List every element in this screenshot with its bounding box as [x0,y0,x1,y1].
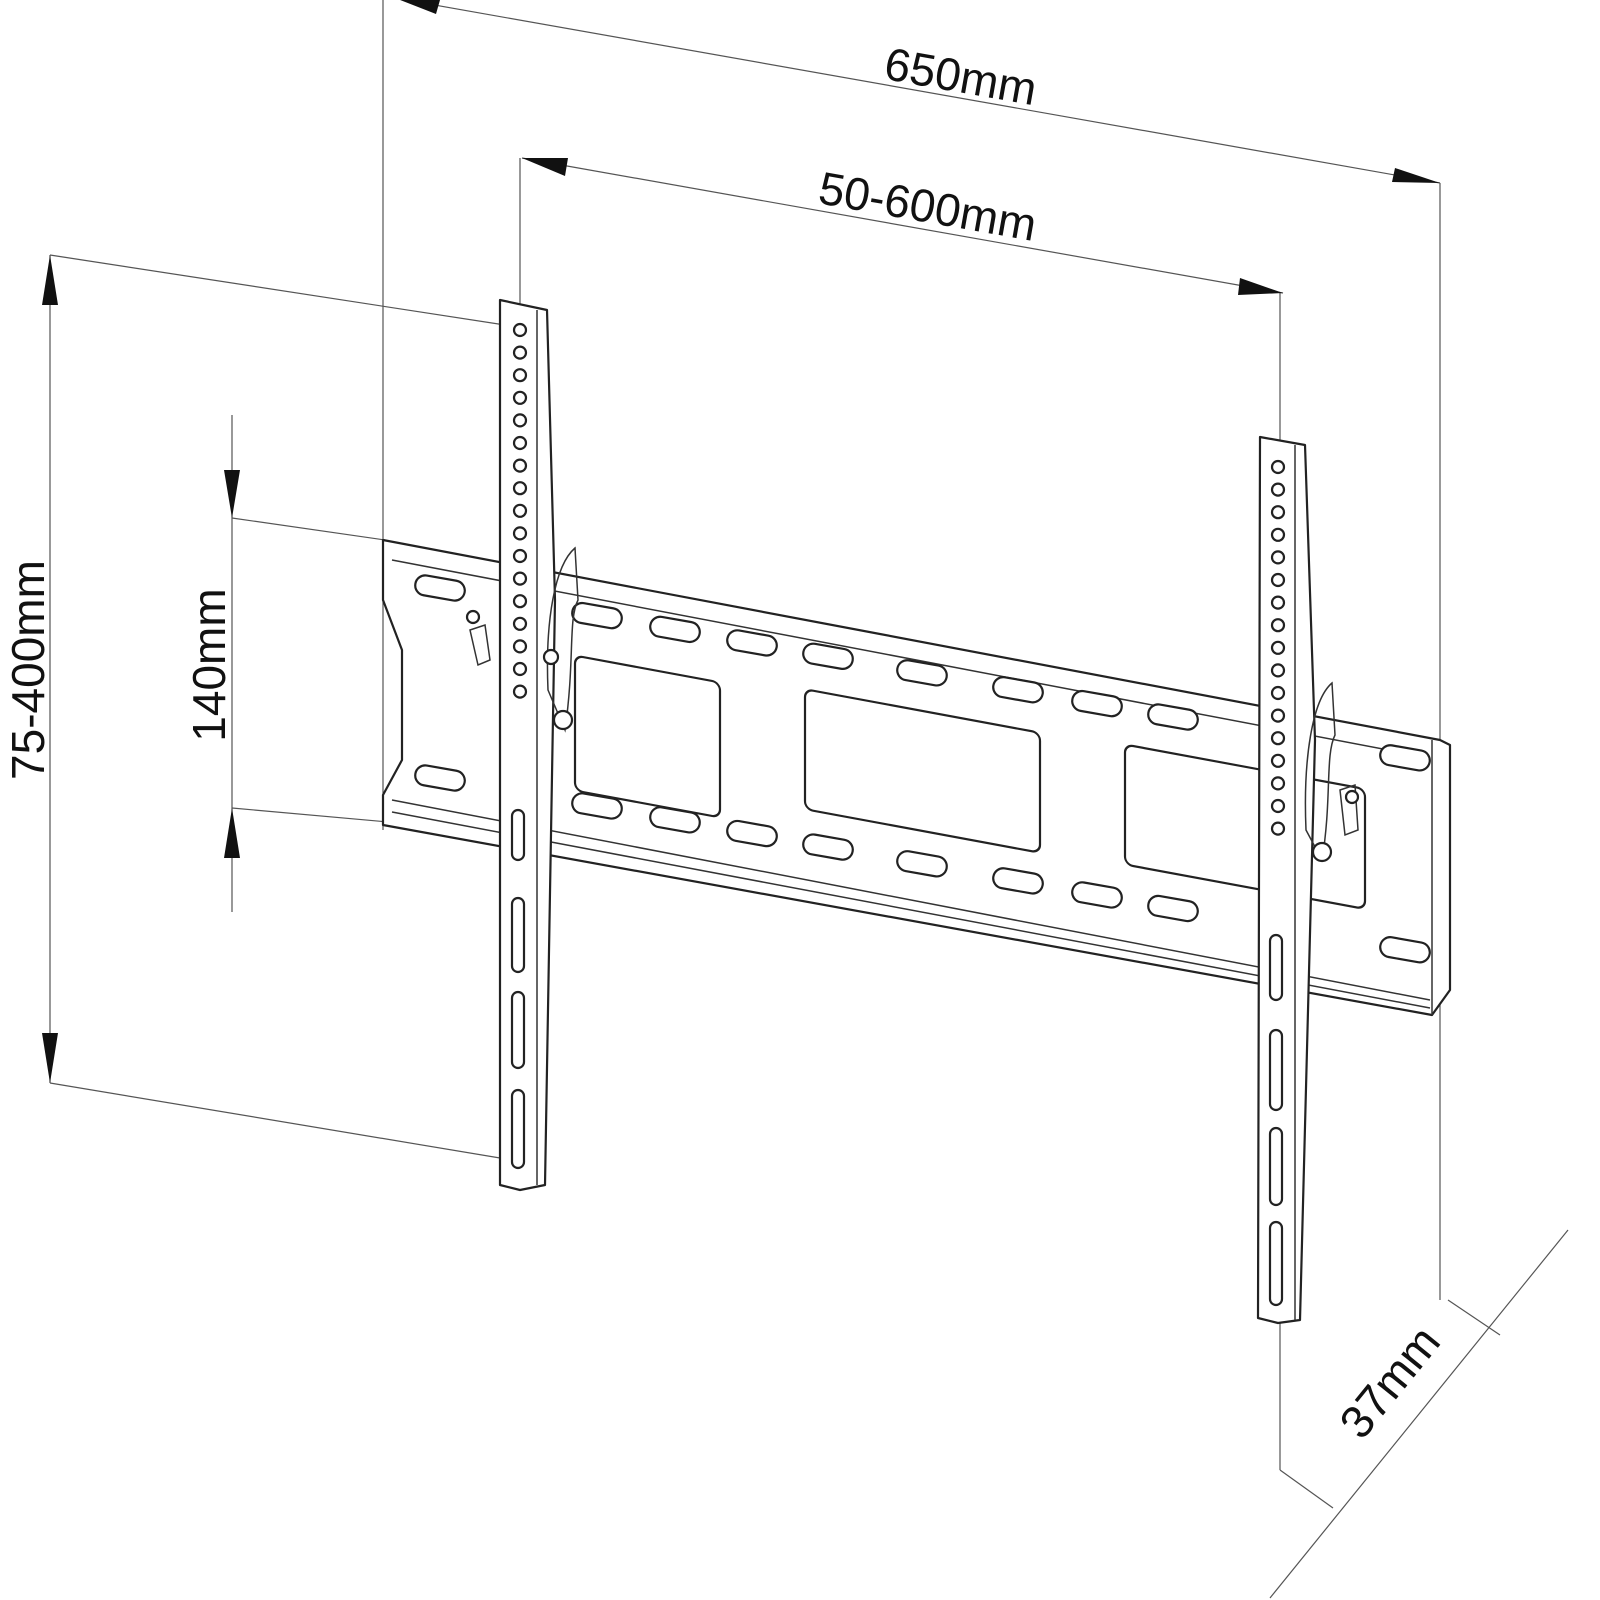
bracket-slot [1268,1220,1284,1307]
bracket-hole [1270,798,1286,814]
bracket-hole [512,548,528,564]
plate-slot [571,792,623,820]
dimension-37 [1269,1229,1569,1599]
bracket-hole [512,390,528,405]
bracket-hole [512,639,528,654]
bracket-hole [1270,527,1286,542]
plate-slot [896,850,948,878]
right-tilt-latch [1304,681,1336,863]
label-37mm: 37mm [1329,1316,1450,1448]
bracket-hole [512,481,528,496]
bracket-hole [512,594,528,609]
bracket-hole [512,616,528,631]
bracket-hole [1270,550,1286,565]
left-bracket-holes [510,322,528,1170]
label-75-400mm: 75-400mm [2,560,54,780]
bracket-hole [512,571,528,586]
plate-slot [802,642,854,670]
bracket-hole [1270,685,1286,701]
bracket-hole [1270,776,1286,791]
plate-slot [992,676,1044,704]
dimension-75-400 [42,254,506,1159]
bracket-slot [510,1088,526,1170]
bracket-hole [1270,595,1286,610]
bracket-hole [1270,505,1286,520]
plate-slot [1147,703,1199,731]
left-tilt-latch [546,546,579,733]
bracket-slot [1268,1028,1284,1112]
dimension-140 [224,415,501,912]
bracket-hole [512,435,528,451]
bracket-hole [512,661,528,677]
plate-slot [726,629,778,657]
bracket-hole [1270,459,1286,475]
left-bracket [465,298,579,1192]
bracket-hole [1270,482,1286,497]
bracket-hole [512,413,528,428]
plate-slot [1071,689,1123,718]
plate-slot [414,764,466,792]
dimension-50-600 [519,157,1284,440]
bracket-hole [512,503,528,518]
wall-plate [381,538,1452,1017]
bracket-hole [1270,708,1286,723]
plate-slot [992,867,1044,895]
bracket-hole [1270,572,1286,588]
plate-slot [896,659,948,687]
bracket-hole [512,322,528,338]
bracket-hole [1270,663,1286,678]
bracket-hole [512,458,528,473]
bracket-slot [510,808,526,862]
bracket-slot [510,896,526,974]
dimension-650 [382,0,1441,1300]
plate-slot [649,615,701,644]
plate-slot [414,574,466,602]
bracket-slot [1268,1126,1284,1207]
label-650mm: 650mm [881,37,1041,115]
bracket-slot [510,990,526,1070]
plate-slots [414,574,1431,964]
bracket-hole [512,345,528,360]
plate-slot [571,601,623,630]
bracket-hole [1270,731,1286,746]
bracket-hole [512,526,528,541]
bracket-slot [1268,933,1284,1002]
bracket-hole [1270,640,1286,655]
plate-slot [802,833,854,861]
bracket-hole [1270,821,1286,836]
right-bracket [1256,435,1360,1325]
plate-slot [649,806,701,834]
plate-slot [726,819,778,848]
bracket-hole [512,684,528,699]
plate-slot [1379,936,1431,964]
label-50-600mm: 50-600mm [815,162,1041,251]
plate-slot [1071,881,1123,909]
plate-slot [1379,744,1431,772]
bracket-hole [512,368,528,383]
right-bracket-holes [1268,459,1286,1307]
bracket-hole [1270,753,1286,768]
plate-slot [1147,894,1199,923]
bracket-hole [1270,618,1286,633]
label-140mm: 140mm [183,588,235,741]
